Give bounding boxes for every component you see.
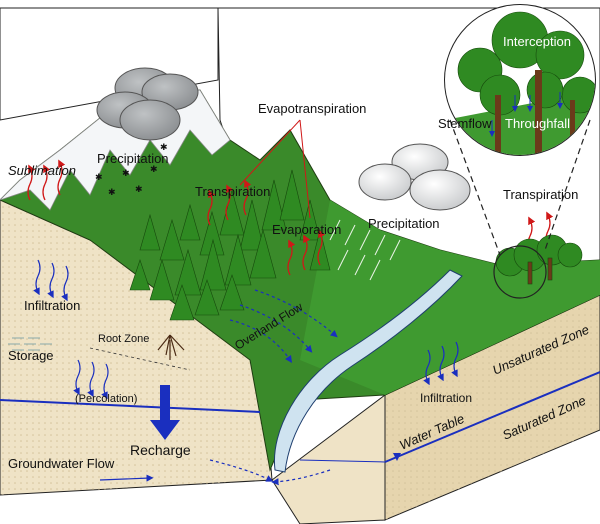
zoom-target-circle bbox=[493, 245, 547, 299]
label-evapotranspiration: Evapotranspiration bbox=[258, 101, 366, 116]
interception-inset bbox=[444, 4, 596, 156]
label-groundwater-flow: Groundwater Flow bbox=[8, 456, 115, 471]
zoom-line-right bbox=[544, 119, 591, 251]
label-precipitation-right: Precipitation bbox=[368, 216, 440, 231]
forest bbox=[129, 169, 331, 321]
label-throughfall: Throughfall bbox=[505, 116, 570, 131]
label-transpiration-left: Transpiration bbox=[195, 184, 270, 199]
storage-dashes bbox=[8, 337, 52, 351]
label-evaporation: Evaporation bbox=[272, 222, 341, 237]
water-table-marker bbox=[393, 453, 401, 461]
root-zone-line bbox=[89, 347, 191, 371]
water-arrows bbox=[33, 259, 459, 486]
label-stemflow: Stemflow bbox=[438, 116, 492, 131]
rain bbox=[329, 219, 401, 281]
label-percolation: (Percolation) bbox=[75, 393, 137, 405]
water-table-line-right bbox=[384, 371, 600, 463]
label-root-zone: Root Zone bbox=[98, 333, 149, 345]
vapor-arrows bbox=[27, 159, 554, 276]
recharge-arrow bbox=[150, 385, 180, 440]
label-infiltration-left: Infiltration bbox=[24, 298, 80, 313]
block-right-face bbox=[271, 294, 600, 524]
svg-text:✱: ✱ bbox=[150, 164, 158, 174]
snowflakes: ✱ ✱ ✱ ✱ ✱ ✱ bbox=[95, 142, 168, 197]
zoom-line-left bbox=[449, 119, 501, 256]
right-trees bbox=[495, 234, 583, 285]
label-sublimation: Sublimation bbox=[8, 163, 76, 178]
label-storage: Storage bbox=[8, 348, 54, 363]
light-cloud bbox=[358, 143, 471, 211]
river bbox=[273, 269, 463, 473]
root-system bbox=[157, 334, 185, 360]
label-transpiration-right: Transpiration bbox=[503, 187, 578, 202]
svg-text:✱: ✱ bbox=[108, 187, 116, 197]
svg-text:✱: ✱ bbox=[160, 142, 168, 152]
label-interception: Interception bbox=[503, 34, 571, 49]
svg-text:✱: ✱ bbox=[135, 184, 143, 194]
evapotranspiration-bracket bbox=[239, 119, 311, 219]
dark-cloud bbox=[96, 67, 199, 141]
label-precipitation-left: Precipitation bbox=[97, 151, 169, 166]
svg-text:✱: ✱ bbox=[95, 172, 103, 182]
svg-text:✱: ✱ bbox=[122, 168, 130, 178]
label-recharge: Recharge bbox=[130, 442, 191, 458]
water-table-line-left bbox=[0, 399, 261, 413]
label-infiltration-right: Infiltration bbox=[420, 391, 472, 405]
